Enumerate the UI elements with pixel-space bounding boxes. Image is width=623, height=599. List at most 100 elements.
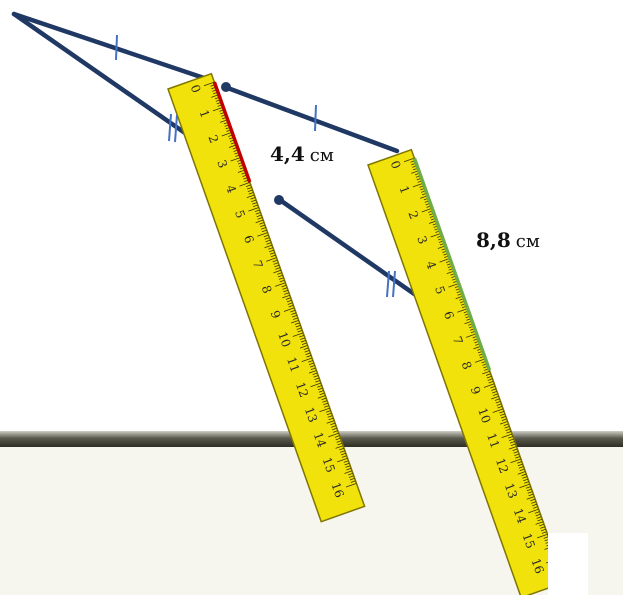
ruler-large-tick	[439, 258, 451, 263]
ruler-small-tick	[335, 437, 341, 441]
ruler-large-tick	[528, 493, 534, 497]
ruler-small-tick	[251, 199, 257, 203]
ruler-large-tick	[525, 486, 531, 489]
ruler-large-tick	[528, 508, 539, 514]
ruler-small-tick	[266, 242, 272, 245]
ruler-large-tick	[539, 523, 545, 527]
ruler-small-tick	[337, 442, 343, 446]
ruler-large-tick	[526, 488, 532, 492]
ruler-small-number: 13	[302, 405, 320, 424]
ruler-small-tick	[344, 470, 353, 474]
ruler-large-tick	[534, 511, 540, 514]
ruler-small-tick	[300, 337, 306, 340]
ruler-small-tick	[301, 357, 313, 362]
ruler-large-tick	[532, 503, 538, 507]
ruler-small-tick	[346, 467, 352, 471]
ruler-large-tick	[543, 536, 549, 539]
ruler-small-tick	[308, 360, 314, 363]
ruler-small-tick	[323, 402, 329, 406]
ruler-small-tick	[248, 207, 259, 212]
ruler-large-tick	[526, 496, 535, 500]
ruler-large-number: 0	[388, 159, 404, 171]
ruler-large-number: 2	[405, 209, 421, 221]
ruler-small-tick	[269, 249, 274, 253]
ruler-large-tick	[487, 378, 493, 381]
ruler-small-tick	[275, 267, 281, 270]
ruler-small-tick	[317, 395, 326, 399]
ruler-large-tick	[490, 385, 496, 389]
ruler-small-tick	[273, 269, 282, 274]
ruler-small-tick	[332, 427, 338, 431]
ruler-small-tick	[328, 432, 339, 438]
ruler-small-tick	[230, 156, 242, 162]
ruler-small-tick	[328, 417, 334, 421]
ruler-small-tick	[263, 234, 269, 238]
ruler-small-tick	[345, 482, 357, 488]
ruler-large-number: 8	[459, 359, 475, 371]
ruler-large-tick	[541, 531, 547, 534]
ruler-small-tick	[255, 212, 261, 215]
ruler-large-tick	[448, 283, 459, 288]
ruler-small-tick	[290, 309, 296, 313]
ruler-small-tick	[282, 287, 288, 290]
ruler-large-tick	[530, 498, 536, 502]
ruler-large-tick	[497, 405, 503, 409]
ruler-small-tick	[297, 329, 303, 333]
ruler-small-tick	[316, 385, 322, 388]
ruler-large-tick	[403, 157, 415, 163]
ruler-small-tick	[259, 222, 265, 225]
ruler-large-number: 13	[502, 481, 520, 500]
ruler-small-tick	[248, 192, 254, 195]
ruler-small-tick	[344, 462, 350, 466]
segment-top-right	[222, 84, 400, 154]
ruler-small-tick	[264, 237, 270, 240]
ruler-small-tick	[341, 455, 347, 458]
ruler-small-tick	[336, 440, 342, 443]
ruler-small-tick	[274, 282, 286, 287]
ruler-large-number: 12	[493, 456, 511, 475]
ruler-large-tick	[482, 370, 490, 375]
ruler-small-tick	[308, 362, 314, 366]
ruler-small-tick	[277, 272, 282, 275]
ruler-small-tick	[269, 252, 275, 255]
ruler-small-tick	[314, 377, 320, 381]
ruler-small-tick	[348, 472, 354, 476]
ruler-small-tick	[350, 480, 356, 483]
ruler-large-tick	[514, 453, 520, 457]
ruler-small-tick	[221, 131, 233, 137]
ruler-small-tick	[239, 182, 251, 187]
ruler-small-tick	[291, 319, 299, 324]
ruler-large-tick	[522, 476, 528, 479]
ruler-small-tick	[335, 445, 344, 449]
ruler-large-tick	[492, 408, 504, 413]
ruler-small-tick	[324, 405, 330, 408]
single-tick-mark-2	[314, 104, 317, 132]
ruler-small-tick	[246, 187, 252, 190]
ruler-small-tick	[291, 312, 297, 315]
ruler-large-tick	[501, 433, 513, 438]
ruler-large-tick	[503, 423, 509, 426]
ruler-large-tick	[505, 428, 511, 431]
ruler-small-tick	[292, 317, 298, 320]
ruler-small-tick	[322, 400, 328, 403]
ruler-small-tick	[306, 355, 312, 358]
ruler-large-tick	[491, 395, 499, 400]
ruler-large-highlight	[412, 157, 492, 371]
ruler-large-number: 7	[450, 334, 466, 346]
ruler-small-tick	[277, 274, 283, 278]
ruler-large-tick	[491, 388, 497, 391]
ruler-large-tick	[512, 448, 518, 452]
ruler-small-tick	[282, 294, 290, 299]
ruler-small-tick	[303, 347, 309, 350]
point-top	[221, 82, 231, 92]
double-tick-mark-2	[386, 270, 396, 298]
ruler-large-tick	[517, 463, 523, 467]
ruler-large-tick	[500, 413, 506, 416]
point-bottom	[274, 195, 284, 205]
ruler-small-tick	[252, 202, 258, 205]
ruler-large-tick	[535, 521, 544, 525]
ruler-small-tick	[292, 314, 298, 318]
ruler-small-tick	[318, 390, 324, 393]
